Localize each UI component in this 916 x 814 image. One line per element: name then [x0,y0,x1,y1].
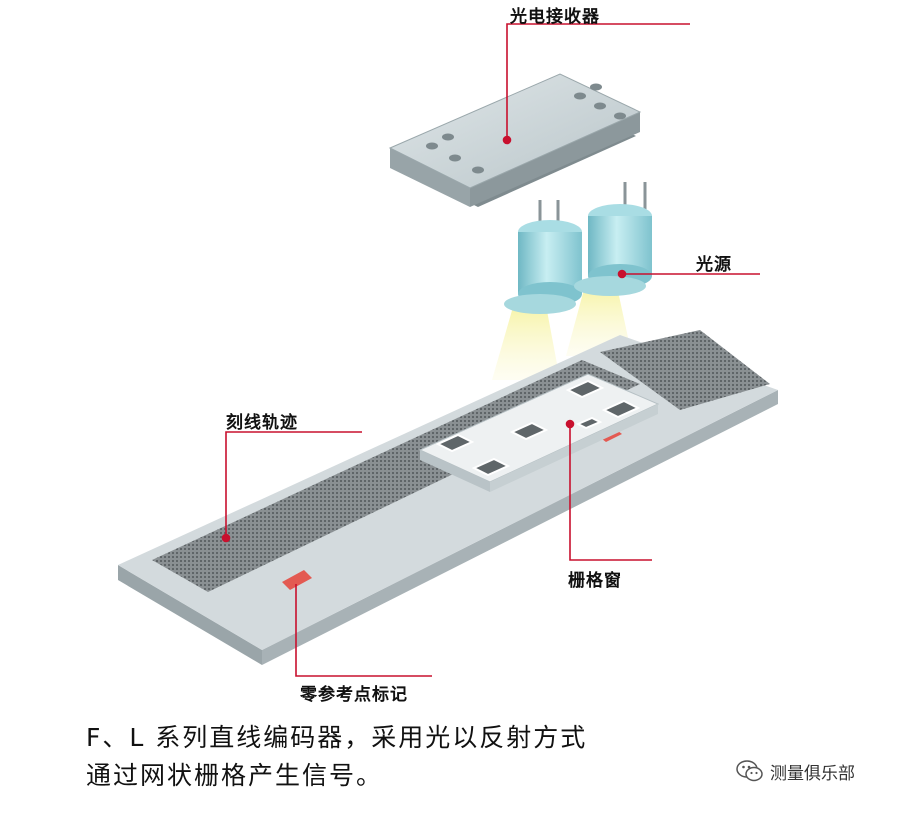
grating-windows [435,379,641,477]
caption-line-1: F、L 系列直线编码器，采用光以反射方式 [86,723,588,752]
steel-scale [118,330,778,665]
grating-window-label: 栅格窗 [568,571,622,591]
led-left [504,200,582,314]
reference-mark-label: 零参考点标记 [300,685,408,705]
wechat-icon [736,760,763,782]
receiver-holes [426,83,626,174]
reference-mark-callout-line [295,584,432,677]
photoelectric-receiver [388,73,642,207]
watermark: 测量俱乐部 [736,756,855,786]
light-source-label: 光源 [696,255,732,275]
grating-window-plate [418,373,660,492]
scale-track-callout-line [225,431,362,538]
grating-window-callout-line [569,424,652,561]
led-right [574,182,652,296]
scale-track-label: 刻线轨迹 [226,413,298,433]
receiver-label: 光电接收器 [510,7,600,27]
callout-lines [221,23,760,677]
watermark-text: 测量俱乐部 [770,763,855,784]
receiver-callout-line [506,23,690,140]
reference-mark [282,570,312,590]
caption-line-2: 通过网状栅格产生信号。 [86,761,384,790]
